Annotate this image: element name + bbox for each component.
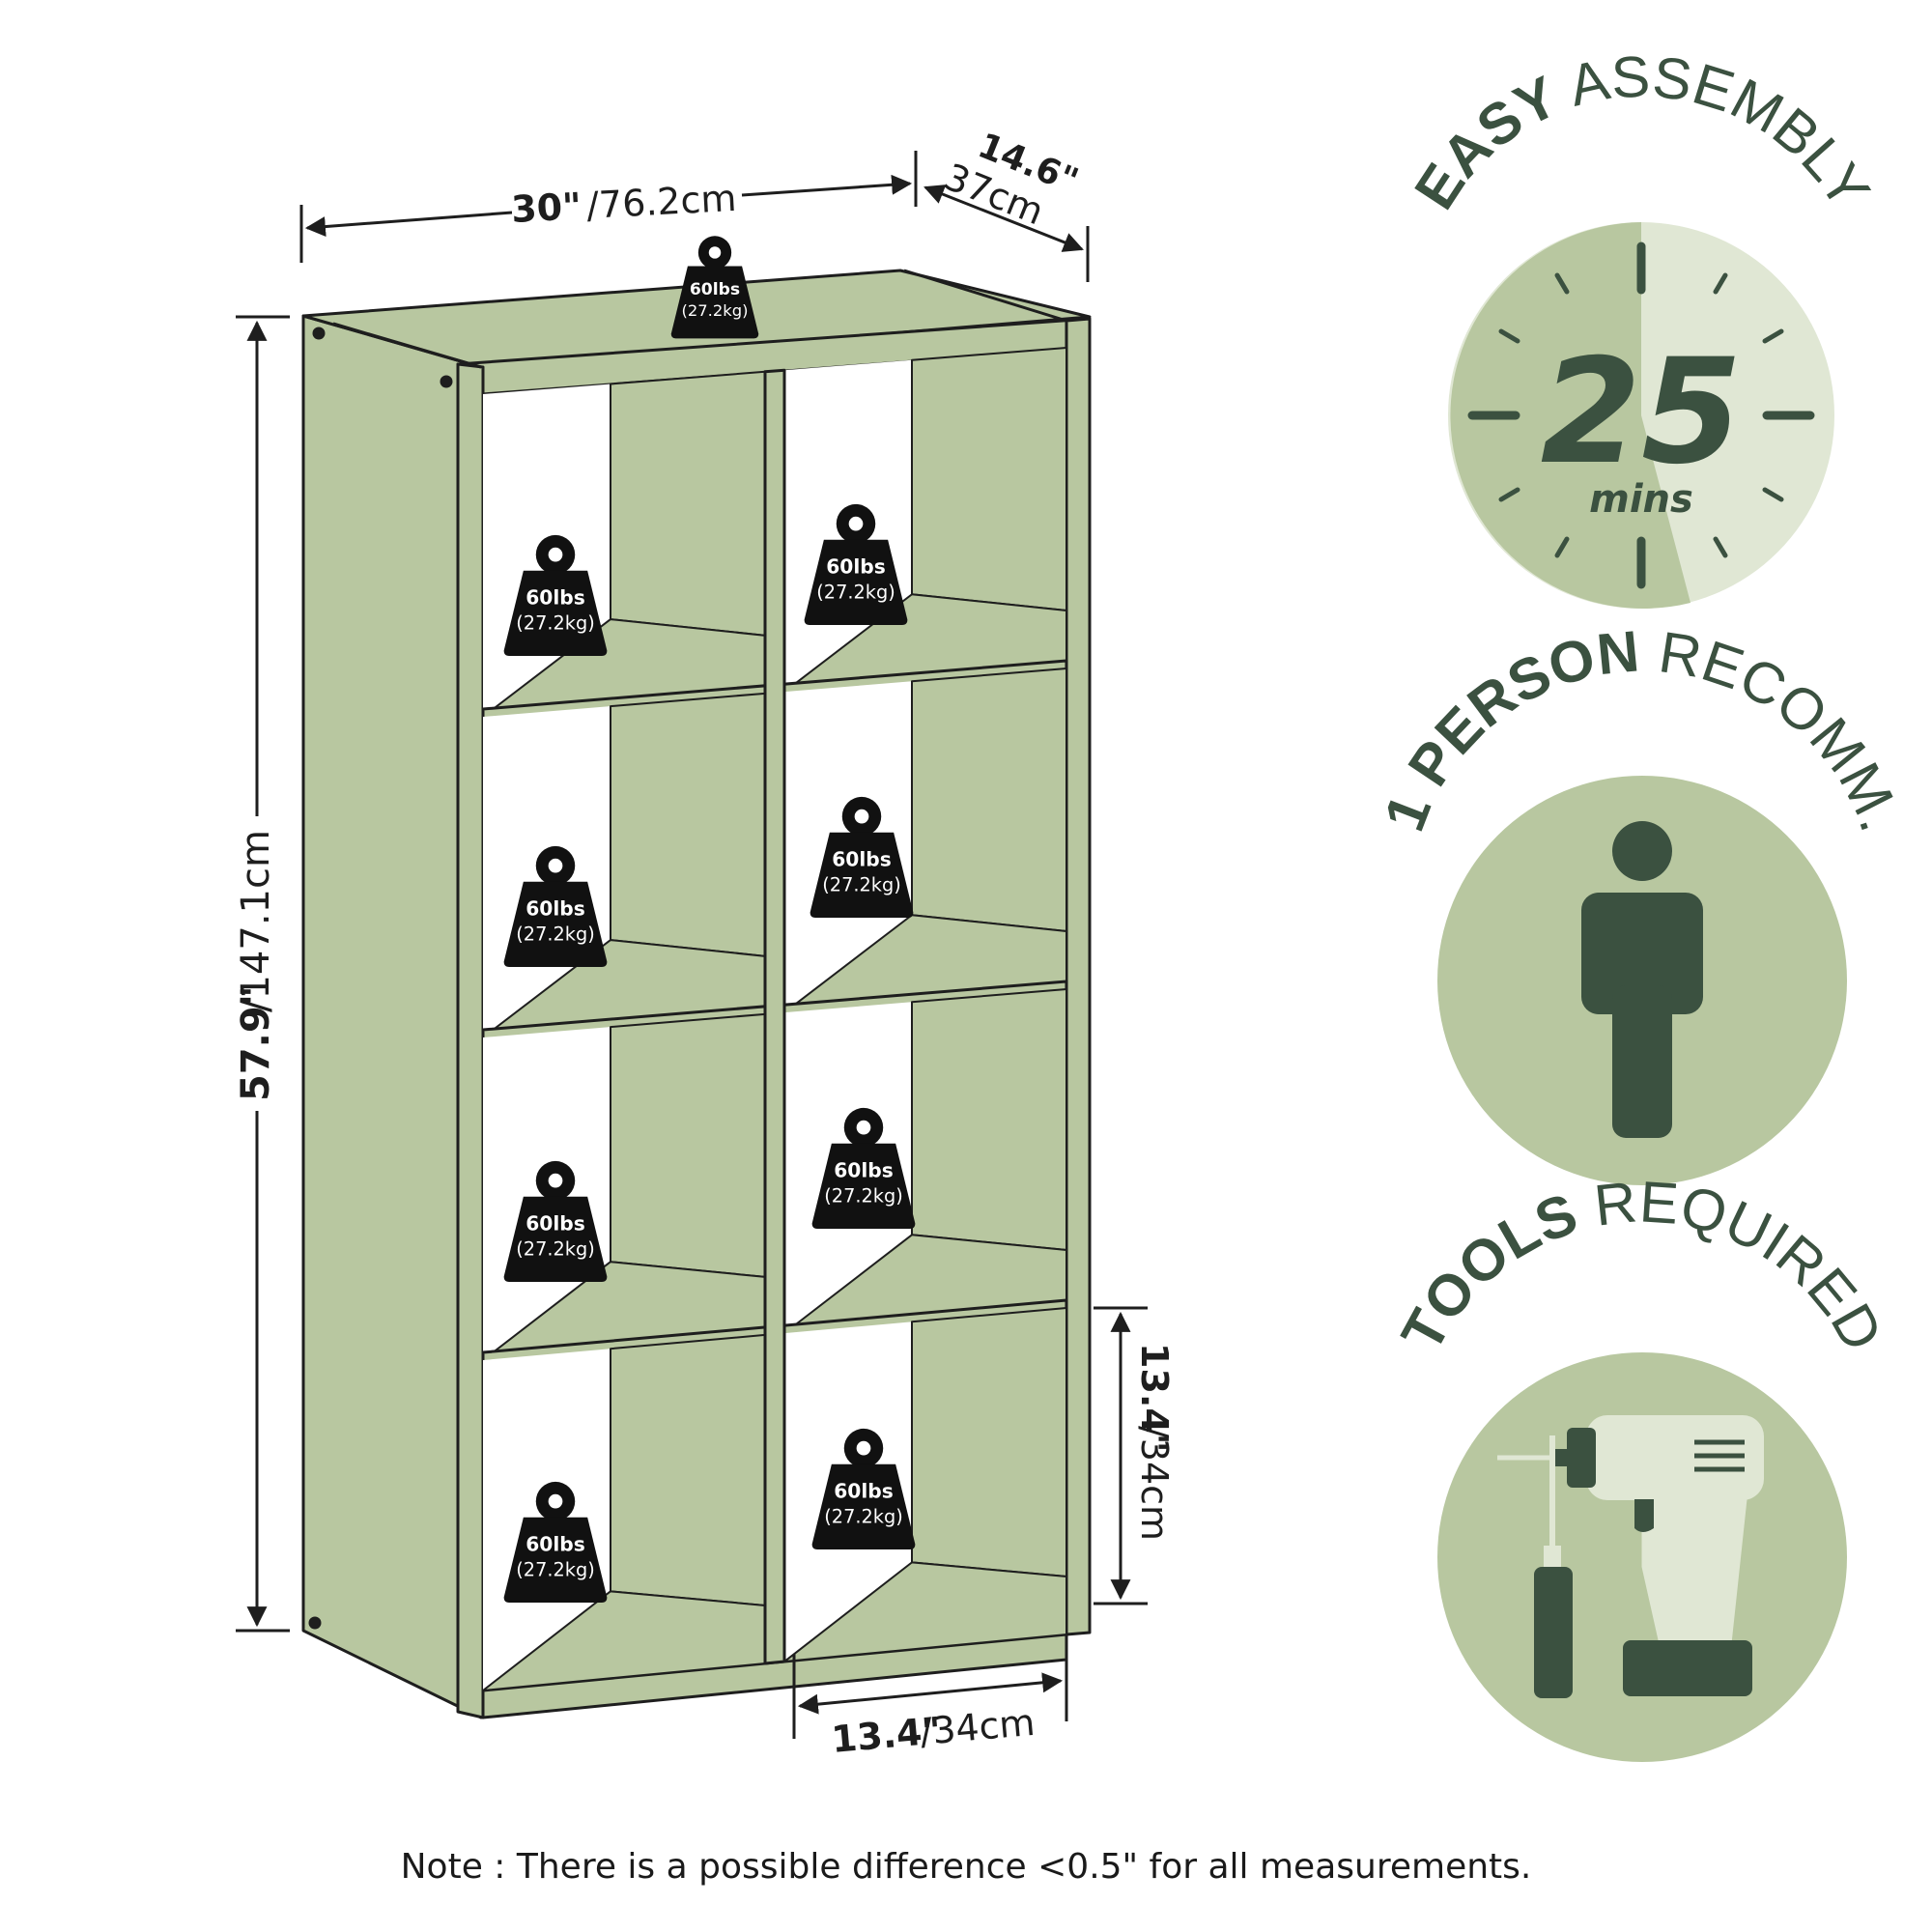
weight-icon: 60lbs (27.2kg) bbox=[670, 236, 759, 339]
assembly-time-value: 25 bbox=[1541, 328, 1743, 497]
width-label: 30" /76.2cm bbox=[510, 177, 737, 231]
weight-capacity-kg: (27.2kg) bbox=[516, 1558, 595, 1580]
clock-elapsed-sector bbox=[1450, 222, 1690, 609]
cube-width-inches: 13.4" bbox=[830, 1709, 943, 1761]
weight-capacity-lbs: 60lbs bbox=[526, 897, 585, 921]
drill-screwdriver-icon bbox=[1497, 1415, 1764, 1698]
weight-capacity-kg: (27.2kg) bbox=[824, 1184, 903, 1207]
weight-icon: 60lbs(27.2kg) bbox=[503, 845, 608, 968]
height-label: 57.9" /147.1cm bbox=[234, 830, 278, 1101]
clock-icon bbox=[1467, 242, 1815, 589]
weight-capacity-icons: 60lbs(27.2kg)60lbs(27.2kg)60lbs(27.2kg)6… bbox=[503, 236, 916, 1604]
weight-capacity-lbs: 60lbs bbox=[834, 1480, 894, 1503]
weight-capacity-kg: (27.2kg) bbox=[822, 873, 901, 895]
weight-capacity-kg: (27.2kg) bbox=[516, 923, 595, 945]
cubby-back-wall bbox=[911, 988, 1067, 1251]
weight-icon: 60lbs(27.2kg) bbox=[810, 796, 914, 919]
badge-one-person: 1 PERSON RECOMM. bbox=[1372, 618, 1914, 1185]
vertical-divider bbox=[763, 368, 786, 1665]
weight-capacity-kg: (27.2kg) bbox=[824, 1505, 903, 1527]
bookcase-left-post bbox=[456, 362, 485, 1719]
cube-width-label: 13.4" /34cm bbox=[830, 1701, 1037, 1761]
weight-capacity-lbs: 60lbs bbox=[526, 1533, 585, 1556]
cube-height-label: 13.4" /34cm bbox=[1133, 1343, 1176, 1541]
weight-icon: 60lbs(27.2kg) bbox=[811, 1428, 916, 1550]
height-inches: 57.9" bbox=[234, 985, 278, 1101]
person-icon bbox=[1581, 821, 1703, 1138]
weight-capacity-kg: (27.2kg) bbox=[516, 1237, 595, 1260]
weight-icon: 60lbs(27.2kg) bbox=[503, 1160, 608, 1283]
weight-capacity-lbs: 60lbs bbox=[832, 848, 892, 871]
badge-tools-required: TOOLS REQUIRED bbox=[1389, 1169, 1895, 1762]
weight-capacity-kg: (27.2kg) bbox=[516, 611, 595, 634]
badge-easy-assembly: EASY ASSEMBLY 25 mins bbox=[1402, 43, 1883, 609]
weight-icon: 60lbs(27.2kg) bbox=[811, 1107, 916, 1230]
cubby-back-wall bbox=[911, 347, 1067, 611]
bookcase-illustration bbox=[301, 269, 1092, 1719]
measurement-note: Note : There is a possible difference <0… bbox=[400, 1847, 1532, 1887]
weight-capacity-lbs: 60lbs bbox=[526, 1212, 585, 1236]
assembly-time-unit: mins bbox=[1589, 477, 1693, 522]
weight-capacity-lbs: 60lbs bbox=[826, 555, 886, 579]
cube-height-cm: /34cm bbox=[1133, 1426, 1176, 1541]
weight-capacity-kg: (27.2kg) bbox=[816, 581, 895, 603]
badge-easy-assembly-title: EASY ASSEMBLY bbox=[1402, 43, 1882, 220]
depth-label: 14.6" 37cm bbox=[939, 126, 1084, 233]
width-cm: /76.2cm bbox=[585, 177, 737, 227]
cubby-floor bbox=[783, 1561, 1067, 1663]
weight-icon: 60lbs(27.2kg) bbox=[503, 1481, 608, 1604]
bookcase-right-post bbox=[1065, 317, 1092, 1636]
cube-width-cm: /34cm bbox=[919, 1701, 1037, 1753]
cubby-back-wall bbox=[610, 692, 766, 957]
cubby-back-wall bbox=[610, 1012, 766, 1278]
cubby-back-wall bbox=[911, 1307, 1067, 1577]
cubby-back-wall bbox=[610, 1333, 766, 1606]
weight-capacity-lbs: 60lbs bbox=[690, 280, 740, 299]
badge-tools-required-title: TOOLS REQUIRED bbox=[1389, 1169, 1895, 1361]
weight-capacity-kg: (27.2kg) bbox=[681, 301, 748, 320]
cubby-back-wall bbox=[610, 370, 766, 637]
dimension-lines bbox=[236, 151, 1148, 1739]
weight-icon: 60lbs(27.2kg) bbox=[804, 503, 908, 626]
weight-capacity-lbs: 60lbs bbox=[526, 586, 585, 610]
height-cm: /147.1cm bbox=[234, 830, 278, 1012]
bookcase-side-panel bbox=[301, 314, 483, 1719]
weight-icon: 60lbs(27.2kg) bbox=[503, 534, 608, 657]
width-inches: 30" bbox=[510, 185, 582, 231]
cube-height-inches: 13.4" bbox=[1133, 1343, 1176, 1453]
cubby-back-wall bbox=[911, 668, 1067, 932]
weight-capacity-lbs: 60lbs bbox=[834, 1159, 894, 1182]
